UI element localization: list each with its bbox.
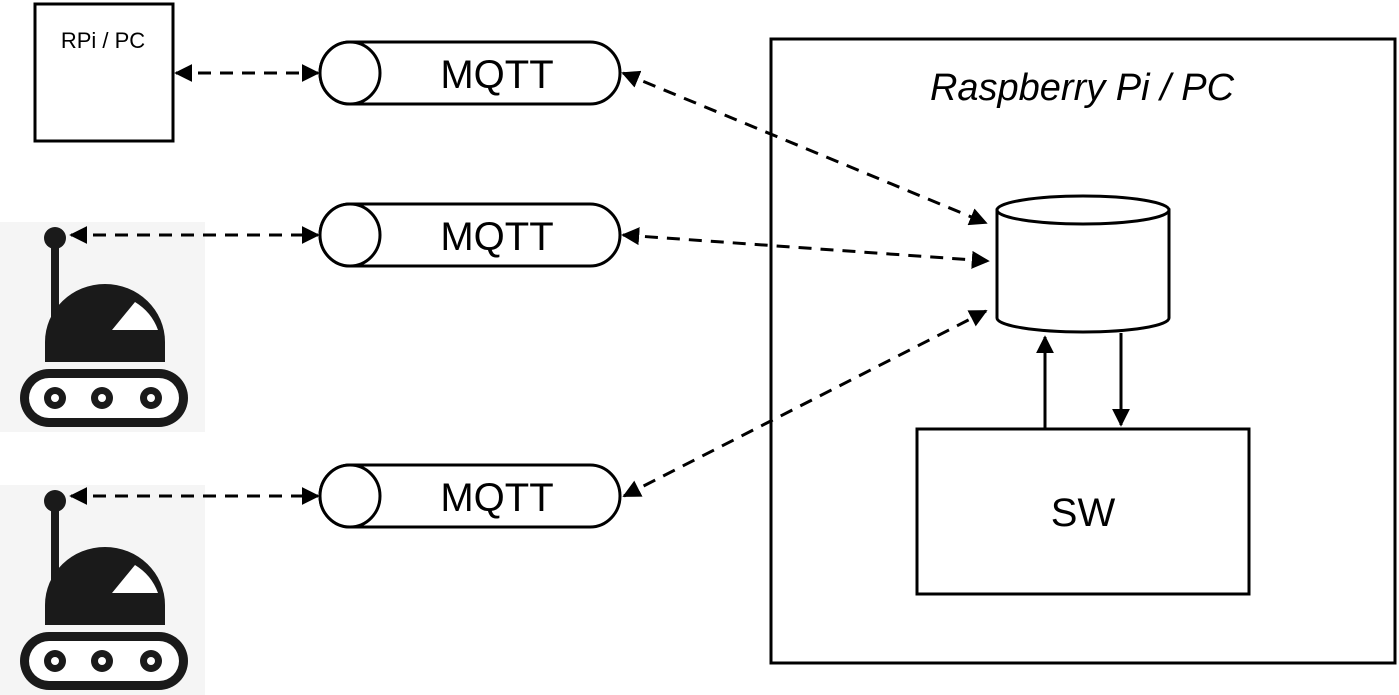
robot-wheel-hub xyxy=(98,394,106,402)
host-container: Raspberry Pi / PC SW xyxy=(769,37,1397,665)
robot-icon xyxy=(0,485,205,695)
robot-antenna-tip xyxy=(44,227,66,249)
host-title: Raspberry Pi / PC xyxy=(930,67,1235,109)
client-box-label: RPi / PC xyxy=(61,28,145,53)
robot-antenna xyxy=(51,240,59,320)
robot-icon xyxy=(0,222,205,432)
mqtt-queue-cap xyxy=(318,40,382,106)
client-box xyxy=(33,2,175,143)
robot-antenna-tip xyxy=(44,490,66,512)
software-label: SW xyxy=(1051,491,1116,535)
mqtt-queue-label: MQTT xyxy=(440,476,553,520)
software-block: SW xyxy=(915,427,1251,596)
client-node: RPi / PC xyxy=(33,2,175,143)
robot-window xyxy=(112,565,158,593)
queue-broker-connector xyxy=(621,227,990,269)
robot-wheel-hub xyxy=(51,657,59,665)
mqtt-queue: MQTT xyxy=(318,40,622,106)
mqtt-queue: MQTT xyxy=(318,463,622,529)
broker-database-body xyxy=(995,208,1171,334)
mqtt-queue-cap xyxy=(318,202,382,268)
mqtt-queue-cap xyxy=(318,463,382,529)
robot-wheel-hub xyxy=(51,394,59,402)
robot-wheel-hub xyxy=(147,394,155,402)
queue-broker-connector xyxy=(622,309,988,498)
mqtt-queue-label: MQTT xyxy=(440,53,553,97)
mqtt-queue-label: MQTT xyxy=(440,215,553,259)
broker-database-icon xyxy=(995,194,1171,334)
robot-wheel-hub xyxy=(147,657,155,665)
broker-database-top xyxy=(995,194,1171,226)
mqtt-queue: MQTT xyxy=(318,202,622,268)
robot-wheel-hub xyxy=(98,657,106,665)
robot-window xyxy=(112,302,158,330)
robot-antenna xyxy=(51,503,59,583)
